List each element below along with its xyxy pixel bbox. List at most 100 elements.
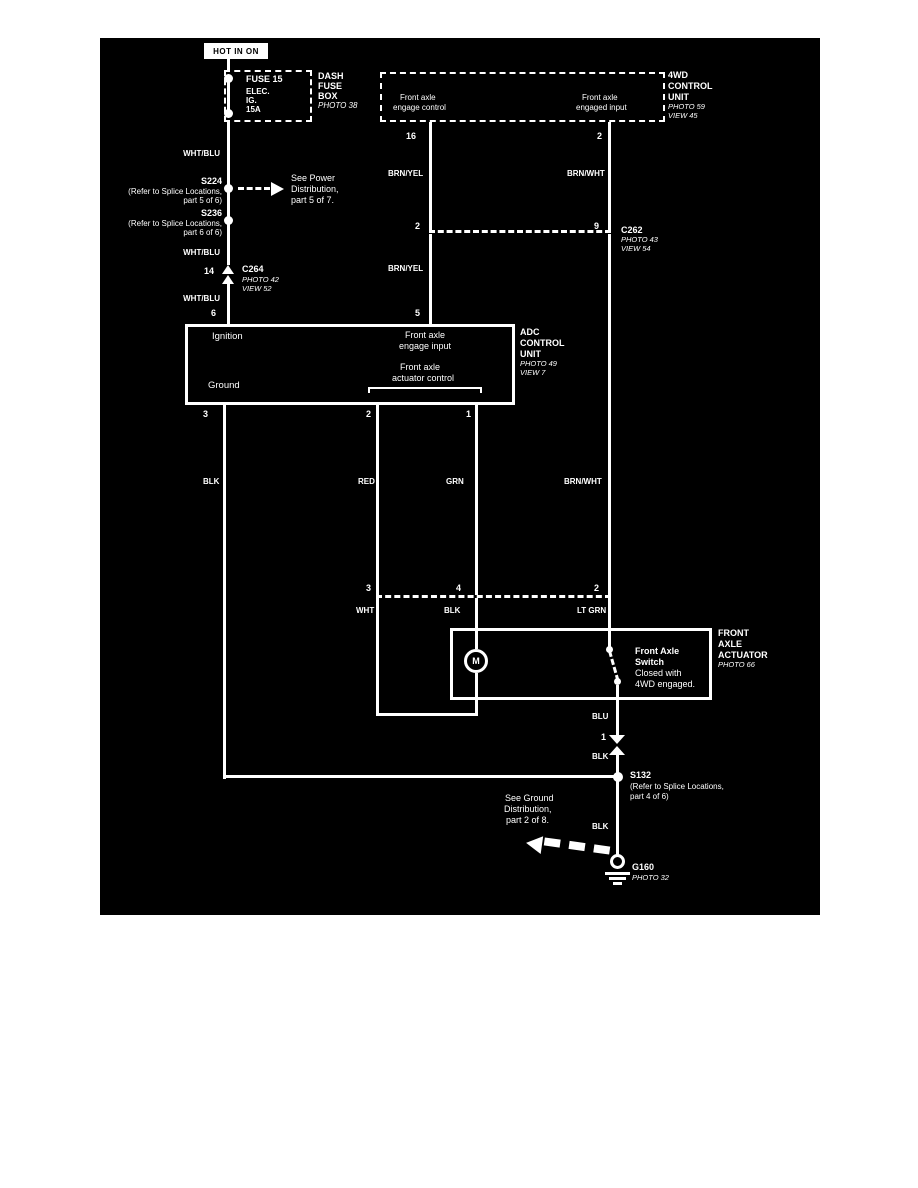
adc-actuator-control-bracket bbox=[368, 387, 482, 393]
wire-label-wht-blu-1: WHT/BLU bbox=[183, 149, 220, 158]
wiring-diagram-canvas: HOT IN ON FUSE 15 ELEC. IG. 15A DASH FUS… bbox=[100, 38, 820, 915]
wire-red-vertical bbox=[376, 405, 379, 595]
4wd-pin-16: 16 bbox=[406, 131, 417, 141]
connector-c262-line bbox=[429, 230, 611, 233]
ground-note-2: Distribution, bbox=[504, 804, 552, 814]
adc-label-1: ADC bbox=[520, 327, 540, 337]
power-note-3: part 5 of 7. bbox=[291, 195, 335, 205]
adc-terminal-actuator-1: Front axle bbox=[400, 362, 441, 372]
adc-control-unit-outline bbox=[185, 324, 515, 405]
wire-label-wht-blu-2: WHT/BLU bbox=[183, 248, 220, 257]
4wd-unit-photo-ref: PHOTO 59 bbox=[668, 102, 705, 111]
adc-pin-3: 3 bbox=[203, 409, 209, 419]
wire-label-red: RED bbox=[358, 477, 375, 486]
s236-name: S236 bbox=[200, 208, 222, 218]
c262-photo-ref: PHOTO 43 bbox=[621, 235, 658, 244]
actuator-pin-4: 4 bbox=[456, 583, 462, 593]
wire-blu-vertical bbox=[616, 685, 619, 737]
actuator-label-1: FRONT bbox=[718, 628, 749, 638]
power-note-1: See Power bbox=[291, 173, 336, 183]
4wd-pin-2: 2 bbox=[597, 131, 603, 141]
4wd-terminal-right-label-1: Front axle bbox=[582, 93, 618, 102]
fuse-element bbox=[227, 76, 230, 116]
adc-terminal-ground: Ground bbox=[208, 380, 240, 391]
wire-label-brn-yel-2: BRN/YEL bbox=[388, 264, 424, 273]
actuator-pin-2: 2 bbox=[594, 583, 600, 593]
fuse-rating: 15A bbox=[246, 105, 261, 114]
ground-distribution-arrowhead-icon bbox=[524, 833, 544, 855]
wire-label-brn-wht-1: BRN/WHT bbox=[567, 169, 605, 178]
c262-pin-2: 2 bbox=[415, 221, 421, 231]
4wd-unit-label-2: CONTROL bbox=[668, 81, 713, 91]
s224-name: S224 bbox=[200, 176, 222, 186]
fuse-terminal-top bbox=[224, 74, 233, 83]
c264-view-ref: VIEW 52 bbox=[242, 284, 272, 293]
s236-ref-2: part 6 of 6) bbox=[183, 228, 222, 238]
c264-connector-icon bbox=[222, 265, 234, 274]
wire-label-wht: WHT bbox=[356, 606, 375, 615]
ground-symbol-bar-1 bbox=[605, 872, 630, 875]
fuse-terminal-bottom bbox=[224, 109, 233, 118]
adc-view-ref: VIEW 7 bbox=[520, 368, 546, 377]
s132-name: S132 bbox=[630, 770, 652, 780]
s132-ref-1: (Refer to Splice Locations, bbox=[630, 782, 724, 791]
4wd-unit-view-ref: VIEW 45 bbox=[668, 111, 698, 120]
adc-label-3: UNIT bbox=[520, 349, 541, 359]
adc-terminal-ignition: Ignition bbox=[212, 331, 243, 342]
wire-brn-wht-lower bbox=[608, 234, 611, 595]
power-distribution-arrow-line bbox=[238, 187, 270, 190]
dash-fuse-box-outline bbox=[224, 70, 312, 122]
g160-name: G160 bbox=[632, 862, 655, 872]
4wd-unit-label-1: 4WD bbox=[668, 70, 688, 80]
adc-label-2: CONTROL bbox=[520, 338, 565, 348]
c262-pin-9: 9 bbox=[594, 221, 600, 231]
splice-s224-label: S224 (Refer to Splice Locations, part 5 … bbox=[102, 176, 222, 206]
wire-label-brn-yel-1: BRN/YEL bbox=[388, 169, 424, 178]
actuator-label-2: AXLE bbox=[718, 639, 743, 649]
c262-name: C262 bbox=[621, 225, 643, 235]
c264-photo-ref: PHOTO 42 bbox=[242, 275, 279, 284]
wire-brn-yel-lower bbox=[429, 234, 432, 324]
adc-terminal-engage-2: engage input bbox=[399, 341, 452, 351]
switch-label-1: Front Axle bbox=[635, 646, 680, 656]
switch-contact-bottom bbox=[614, 678, 621, 685]
ground-symbol-bar-3 bbox=[613, 882, 622, 885]
actuator-connector-line bbox=[376, 595, 611, 598]
wire-feed bbox=[227, 59, 230, 70]
wire-lt-grn-to-switch bbox=[608, 598, 611, 648]
splice-s236-label: S236 (Refer to Splice Locations, part 6 … bbox=[102, 208, 222, 238]
switch-label-2: Switch bbox=[635, 657, 665, 667]
wire-label-grn: GRN bbox=[446, 477, 464, 486]
c264-name: C264 bbox=[242, 264, 264, 274]
wire-brn-wht-upper bbox=[608, 122, 611, 230]
adc-pin-5: 5 bbox=[415, 308, 421, 318]
wire-label-blu: BLU bbox=[592, 712, 609, 721]
adc-pin-6: 6 bbox=[211, 308, 217, 318]
power-note-2: Distribution, bbox=[291, 184, 339, 194]
dash-fuse-box-photo-ref: PHOTO 38 bbox=[318, 101, 358, 110]
front-axle-actuator-outline bbox=[450, 628, 712, 700]
ground-note-1: See Ground bbox=[505, 793, 554, 803]
ground-distribution-stub bbox=[543, 837, 611, 855]
wire-wht-horizontal bbox=[376, 713, 478, 716]
inline-connector-icon bbox=[609, 746, 625, 755]
wire-brn-yel-upper bbox=[429, 122, 432, 230]
wire-blk-to-ground bbox=[616, 749, 619, 855]
actuator-pin-3: 3 bbox=[366, 583, 372, 593]
fuse-name: FUSE 15 bbox=[246, 74, 283, 84]
dash-fuse-box-label-2: FUSE bbox=[318, 81, 343, 91]
wire-blk-ground-horizontal bbox=[223, 775, 618, 778]
ground-note-3: part 2 of 8. bbox=[506, 815, 550, 825]
dash-fuse-box-label-3: BOX bbox=[318, 91, 338, 101]
4wd-terminal-left-label-1: Front axle bbox=[400, 93, 436, 102]
adc-photo-ref: PHOTO 49 bbox=[520, 359, 557, 368]
switch-label-4: 4WD engaged. bbox=[635, 679, 696, 689]
wire-blk-to-motor bbox=[475, 598, 478, 649]
s224-ref-2: part 5 of 6) bbox=[183, 196, 222, 206]
wire-label-brn-wht-2: BRN/WHT bbox=[564, 477, 602, 486]
wire-wht-blu-upper bbox=[227, 122, 230, 265]
c262-view-ref: VIEW 54 bbox=[621, 244, 651, 253]
dash-fuse-box-label-1: DASH bbox=[318, 71, 344, 81]
switch-label-3: Closed with bbox=[635, 668, 682, 678]
wire-label-blk-ground: BLK bbox=[203, 477, 220, 486]
